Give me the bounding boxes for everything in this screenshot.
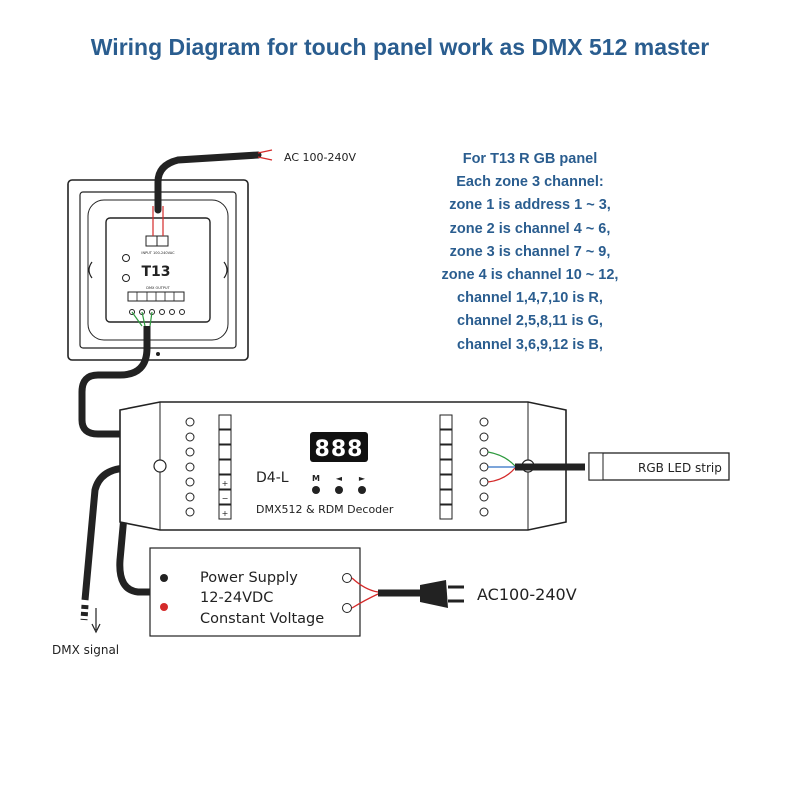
svg-text:−: − (222, 494, 229, 503)
decoder-name-label: DMX512 & RDM Decoder (256, 503, 394, 516)
svg-text:+: + (222, 479, 229, 488)
note-line: zone 2 is channel 4 ~ 6, (449, 220, 611, 237)
button-label: ► (359, 474, 366, 483)
display-digits: 888 (315, 437, 364, 462)
note-line: zone 1 is address 1 ~ 3, (449, 197, 611, 214)
panel-clip (223, 261, 228, 279)
button-label: ◄ (336, 474, 343, 483)
led-display (310, 432, 368, 462)
note-line: For T13 R GB panel (462, 151, 598, 167)
note-line: zone 4 is channel 10 ~ 12, (441, 267, 619, 284)
ac-supply-label: AC100-240V (477, 585, 577, 604)
dmx-signal-label: DMX signal (52, 643, 119, 657)
input-terminal-label: INPUT 100-240VAC (141, 251, 175, 255)
rgb-led-strip: RGB LED strip (588, 452, 730, 481)
panel-led-icon (122, 254, 130, 262)
led-strip-label: RGB LED strip (638, 461, 722, 475)
panel-led-icon (122, 274, 130, 282)
panel-ac-cable: AC 100-240V (152, 149, 356, 236)
mode-button[interactable] (312, 486, 320, 494)
plug-icon (420, 580, 448, 608)
rgb-output-cable (487, 451, 585, 483)
t13-touch-panel: INPUT 100-240VAC T13 DMX OUTPUT (67, 179, 249, 361)
channel-notes: For T13 R GB panel Each zone 3 channel: … (420, 148, 640, 357)
left-button[interactable] (335, 486, 343, 494)
svg-text:+: + (222, 509, 229, 518)
note-line: Each zone 3 channel: (456, 174, 604, 191)
panel-clip (88, 261, 93, 279)
output-terminal-block (439, 414, 489, 520)
positive-terminal (160, 603, 168, 611)
note-line: channel 1,4,7,10 is R, (457, 290, 603, 307)
negative-terminal (160, 574, 168, 582)
panel-ac-label: AC 100-240V (284, 151, 356, 164)
note-line: channel 2,5,8,11 is G, (457, 313, 603, 330)
decoder-model-label: D4-L (256, 470, 289, 486)
input-terminal-block: + − + (185, 414, 232, 520)
power-supply-type: Constant Voltage (200, 611, 324, 627)
d4l-decoder: + − + 888 M ◄ ► D4-L DMX512 & RDM Decode… (119, 401, 567, 531)
right-button[interactable] (358, 486, 366, 494)
ac-mains-cable: AC100-240V (351, 577, 577, 609)
power-supply-title: Power Supply (200, 570, 298, 586)
diagram-title: Wiring Diagram for touch panel work as D… (90, 34, 710, 60)
output-terminal-label: DMX OUTPUT (146, 286, 170, 290)
button-label: M (312, 474, 320, 483)
ac-input-terminal (342, 573, 352, 583)
panel-model-label: T13 (141, 264, 170, 280)
power-supply: Power Supply 12-24VDC Constant Voltage (149, 547, 361, 637)
power-supply-voltage: 12-24VDC (200, 590, 273, 606)
ac-input-terminal (342, 603, 352, 613)
panel-screw (156, 352, 160, 356)
note-line: zone 3 is channel 7 ~ 9, (449, 243, 611, 260)
power-supply-box (149, 547, 361, 637)
note-line: channel 3,6,9,12 is B, (457, 336, 603, 353)
housing-screw (153, 459, 167, 473)
